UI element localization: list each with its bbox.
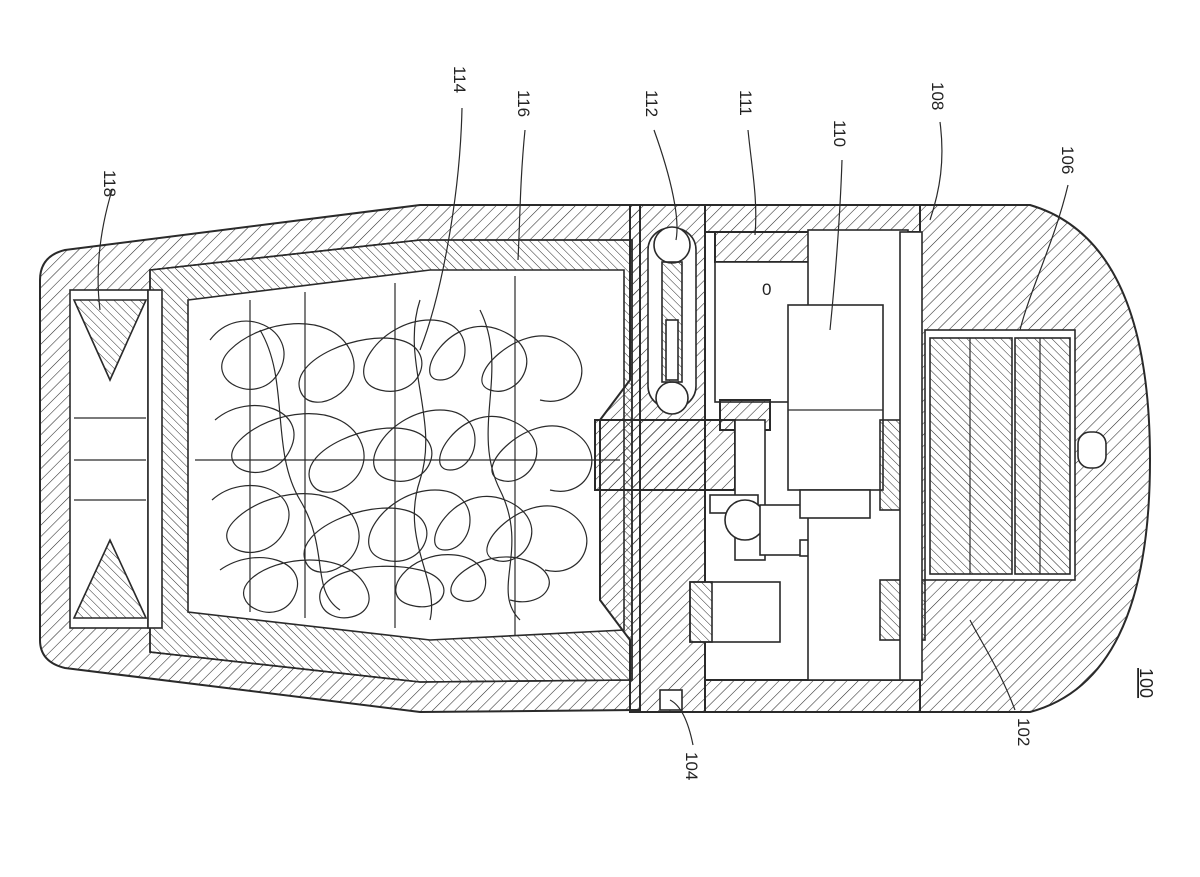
label-102: 102 (1014, 718, 1033, 746)
label-111: 111 (736, 90, 755, 116)
figure-number: 100 (1136, 668, 1156, 698)
lens-window (69, 289, 163, 629)
reference-labels: 118 114 116 112 111 110 108 106 102 104 … (100, 66, 1156, 780)
svg-text:0: 0 (762, 280, 771, 299)
outer-shell-right-cap (879, 204, 1152, 713)
label-106: 106 (1058, 146, 1077, 174)
label-104: 104 (682, 752, 701, 780)
label-112: 112 (642, 90, 661, 117)
label-118: 118 (100, 170, 119, 197)
leader-lines (97, 107, 1069, 746)
label-116: 116 (514, 90, 533, 117)
label-108: 108 (928, 82, 947, 110)
filament-mass (195, 276, 620, 636)
label-114: 114 (450, 66, 469, 93)
label-110: 110 (830, 120, 849, 147)
drive-screw (647, 226, 697, 415)
outer-shell-left (39, 204, 641, 714)
